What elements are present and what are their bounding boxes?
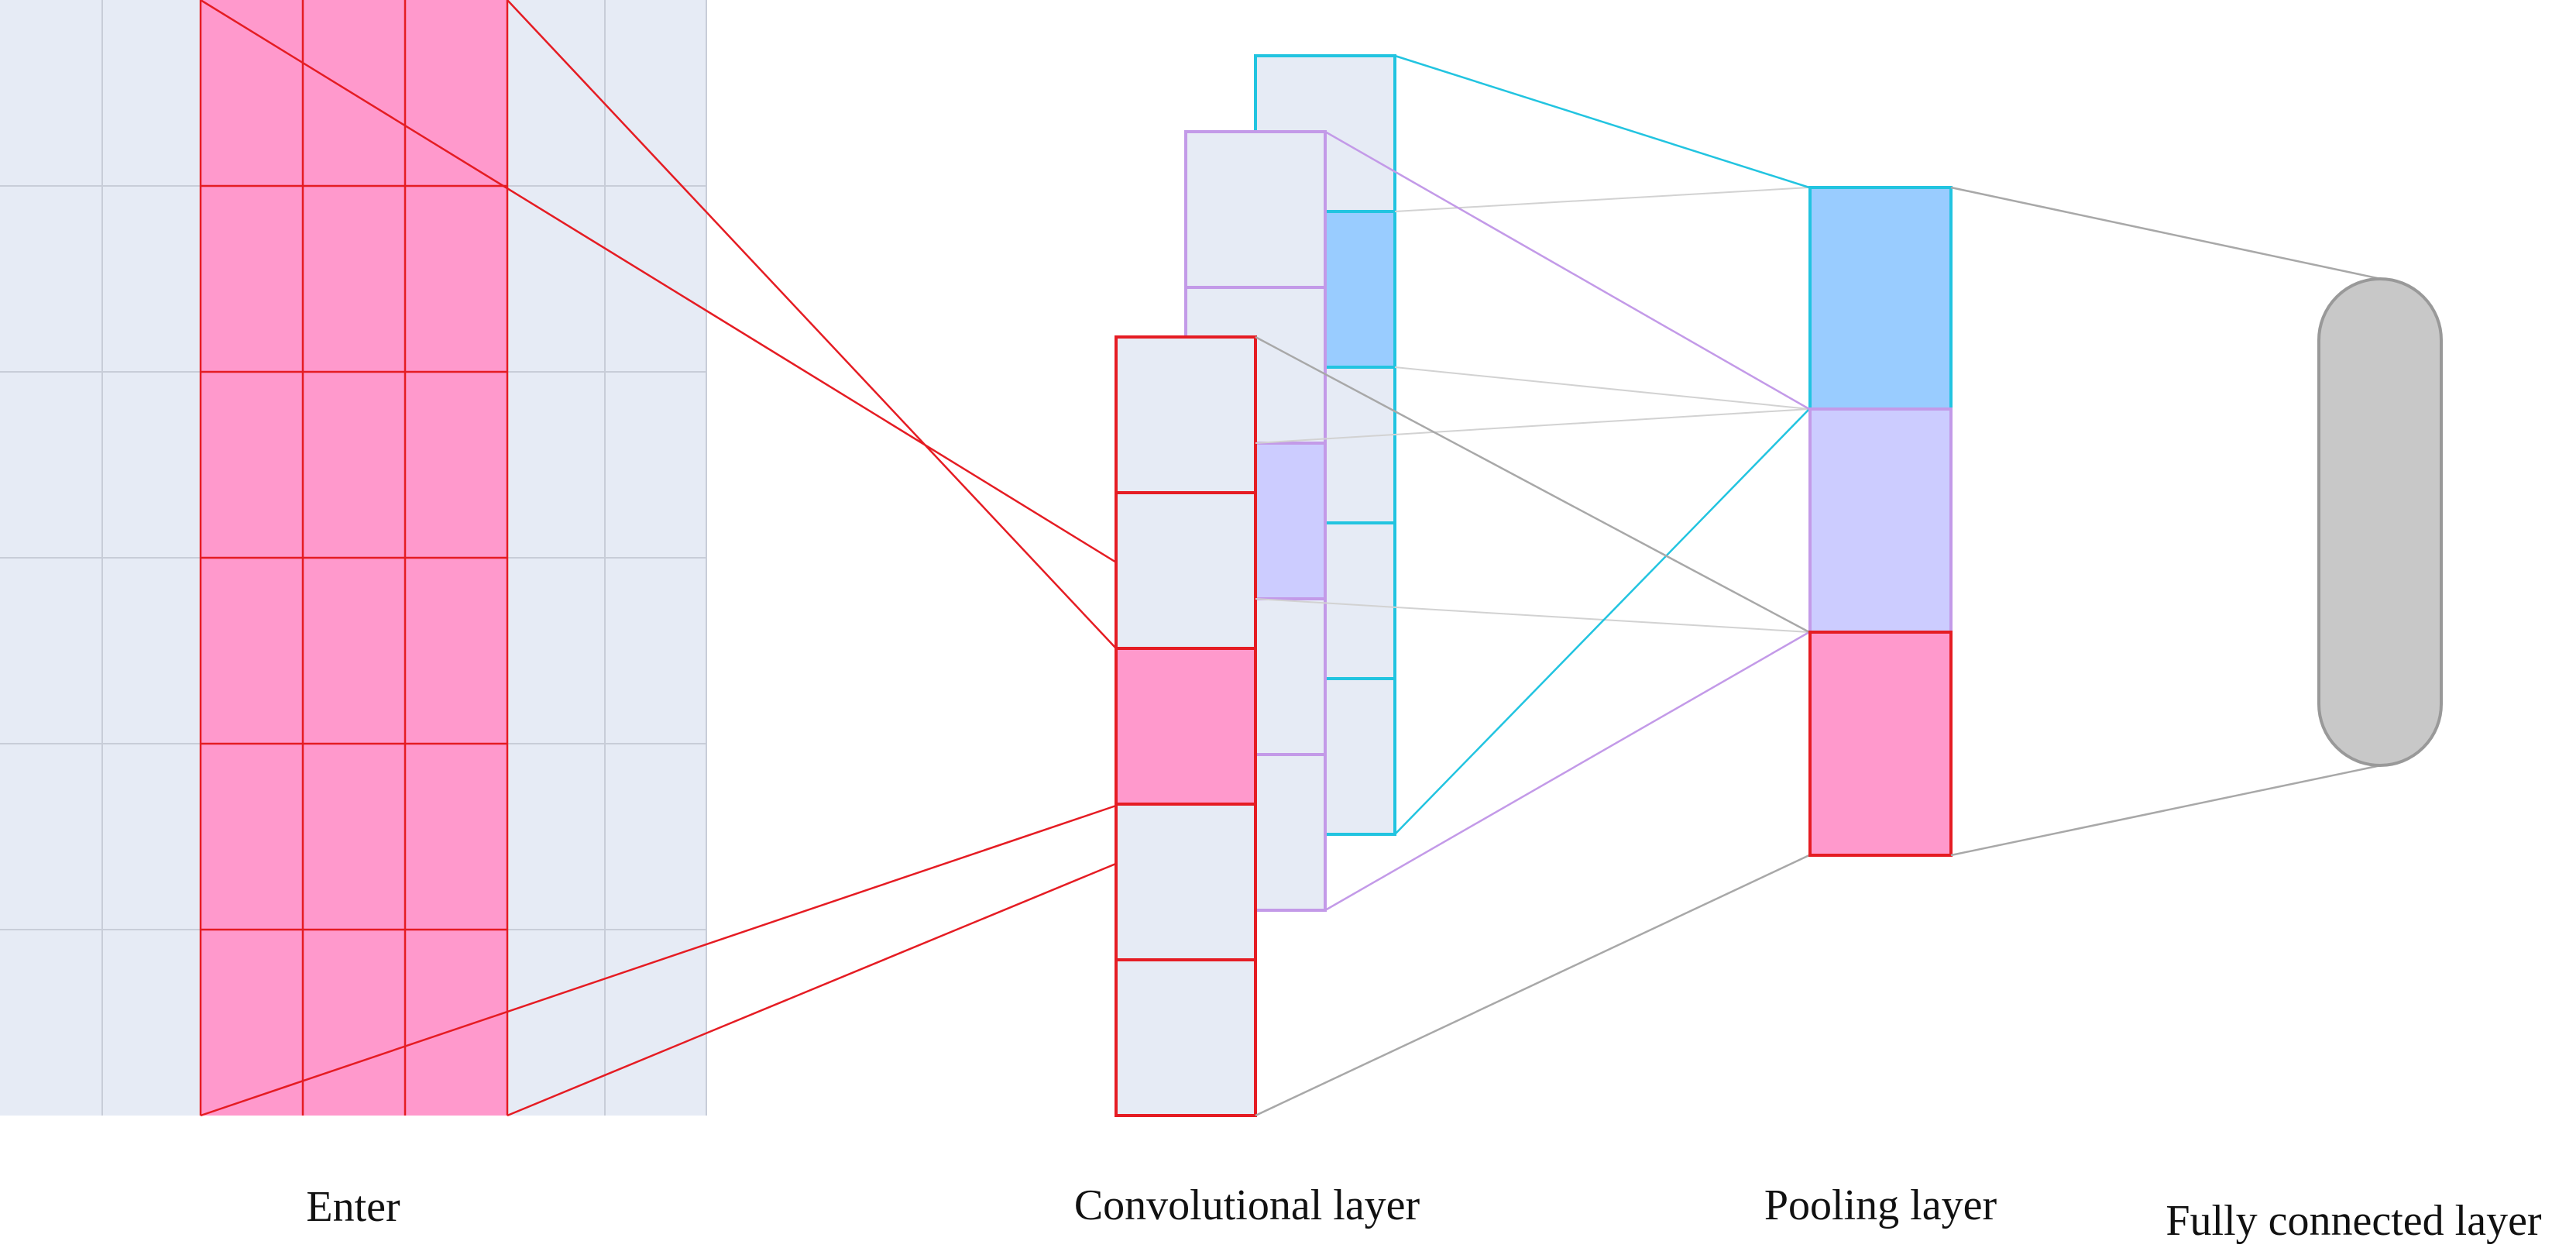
input-grid (0, 0, 707, 1116)
input-layer-label: Enter (306, 1183, 400, 1231)
input-to-conv-connectors (200, 0, 1257, 1117)
conv-front-active-cell (1115, 647, 1257, 806)
convolutional-layer-label: Convolutional layer (1073, 1181, 1420, 1229)
fully-connected-layer-label: Fully connected layer (2166, 1197, 2542, 1245)
input-receptive-field-grid (199, 0, 509, 1116)
conv-middle-active-cell (1254, 442, 1327, 600)
pool-cell-lavender (1808, 407, 1953, 634)
pool-cell-blue (1808, 186, 1953, 411)
conv-feature-map-front (1115, 335, 1257, 1117)
pool-to-fc-connectors (1950, 186, 2382, 857)
pool-cell-pink (1808, 631, 1953, 857)
conv-to-pool-connectors (1255, 54, 1810, 1117)
input-grid-lines (0, 0, 707, 1116)
pooling-column (1808, 186, 1953, 857)
pooling-layer-label: Pooling layer (1764, 1181, 1997, 1229)
fully-connected-node (2317, 277, 2443, 767)
